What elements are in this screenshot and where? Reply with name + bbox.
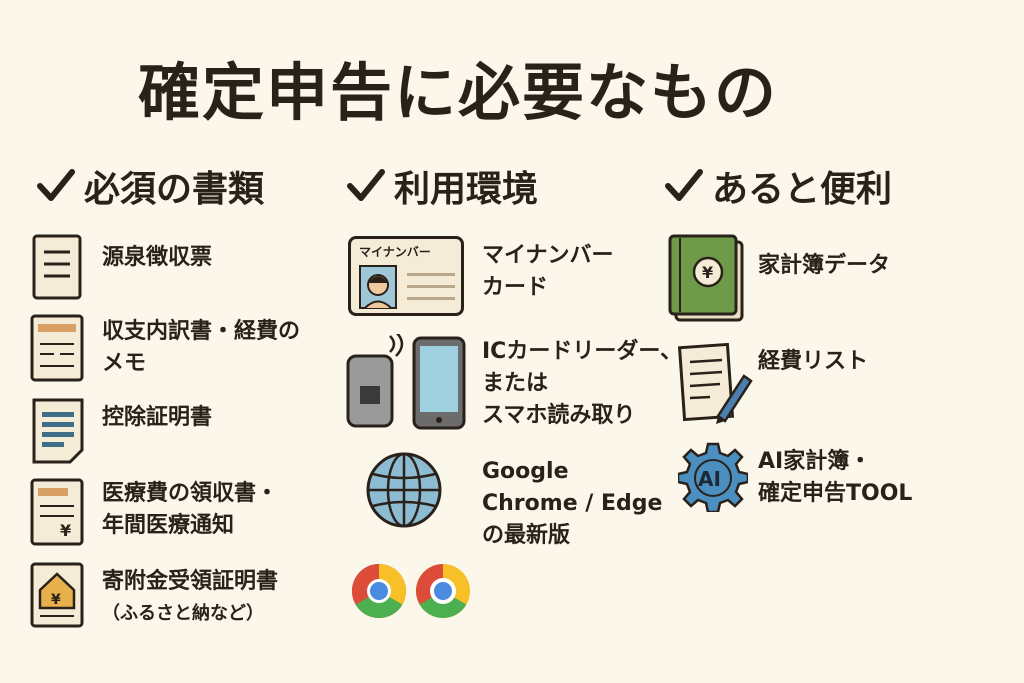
card-reader-phone-icon — [346, 334, 466, 430]
heading-required-documents: 必須の書類 — [36, 160, 264, 212]
certificate-icon — [32, 398, 84, 464]
checkmark-icon — [665, 169, 703, 201]
heading-label: 利用環境 — [394, 169, 539, 210]
item-ai-tool: AI家計簿・ 確定申告TOOL — [758, 449, 913, 506]
heading-label: 必須の書類 — [84, 169, 265, 210]
item-expense-list: 経費リスト — [758, 349, 869, 374]
browser-logos-icon — [350, 562, 472, 622]
chrome-logo-icon — [351, 564, 407, 619]
document-icon — [32, 234, 82, 300]
ledger-memo-icon — [30, 314, 84, 382]
item-browser: Google Chrome / Edge の最新版 — [482, 459, 663, 548]
item-card-reader: ICカードリーダー、 または スマホ読み取り — [482, 339, 683, 428]
item-medical-receipts: 医療費の領収書・ 年間医療通知 — [102, 481, 279, 538]
item-donation-certificate: 寄附金受領証明書 （ふるさと納など） — [102, 569, 279, 624]
item-income-expense-memo: 収支内訳書・経費の メモ — [102, 319, 301, 376]
card-caption: マイナンバー — [359, 245, 431, 259]
edge-logo-icon — [415, 564, 470, 619]
heading-label: あると便利 — [712, 169, 893, 210]
heading-environment: 利用環境 — [346, 160, 538, 212]
svg-text:¥: ¥ — [60, 521, 71, 540]
svg-text:¥: ¥ — [51, 592, 61, 608]
item-withholding-slip: 源泉徴収票 — [102, 245, 213, 270]
id-card-icon: マイナンバー — [348, 236, 464, 316]
checkmark-icon — [347, 169, 385, 201]
page-title: 確定申告に必要なもの — [138, 56, 779, 129]
donation-house-icon: ¥ — [30, 562, 84, 628]
yen-badge: ¥ — [702, 263, 713, 282]
item-mynumber-card: マイナンバー カード — [482, 243, 614, 300]
list-pen-icon — [677, 342, 753, 424]
item-household-data: 家計簿データ — [758, 253, 891, 278]
ai-badge: AI — [698, 467, 721, 491]
globe-icon — [366, 452, 442, 528]
heading-convenient: あると便利 — [664, 160, 892, 212]
face-photo-icon — [359, 265, 397, 309]
ai-gear-icon: AI — [678, 442, 748, 512]
household-book-icon: ¥ — [668, 234, 744, 322]
checkmark-icon — [37, 169, 75, 201]
receipt-yen-icon: ¥ — [30, 478, 84, 546]
item-deduction-certificate: 控除証明書 — [102, 405, 213, 430]
